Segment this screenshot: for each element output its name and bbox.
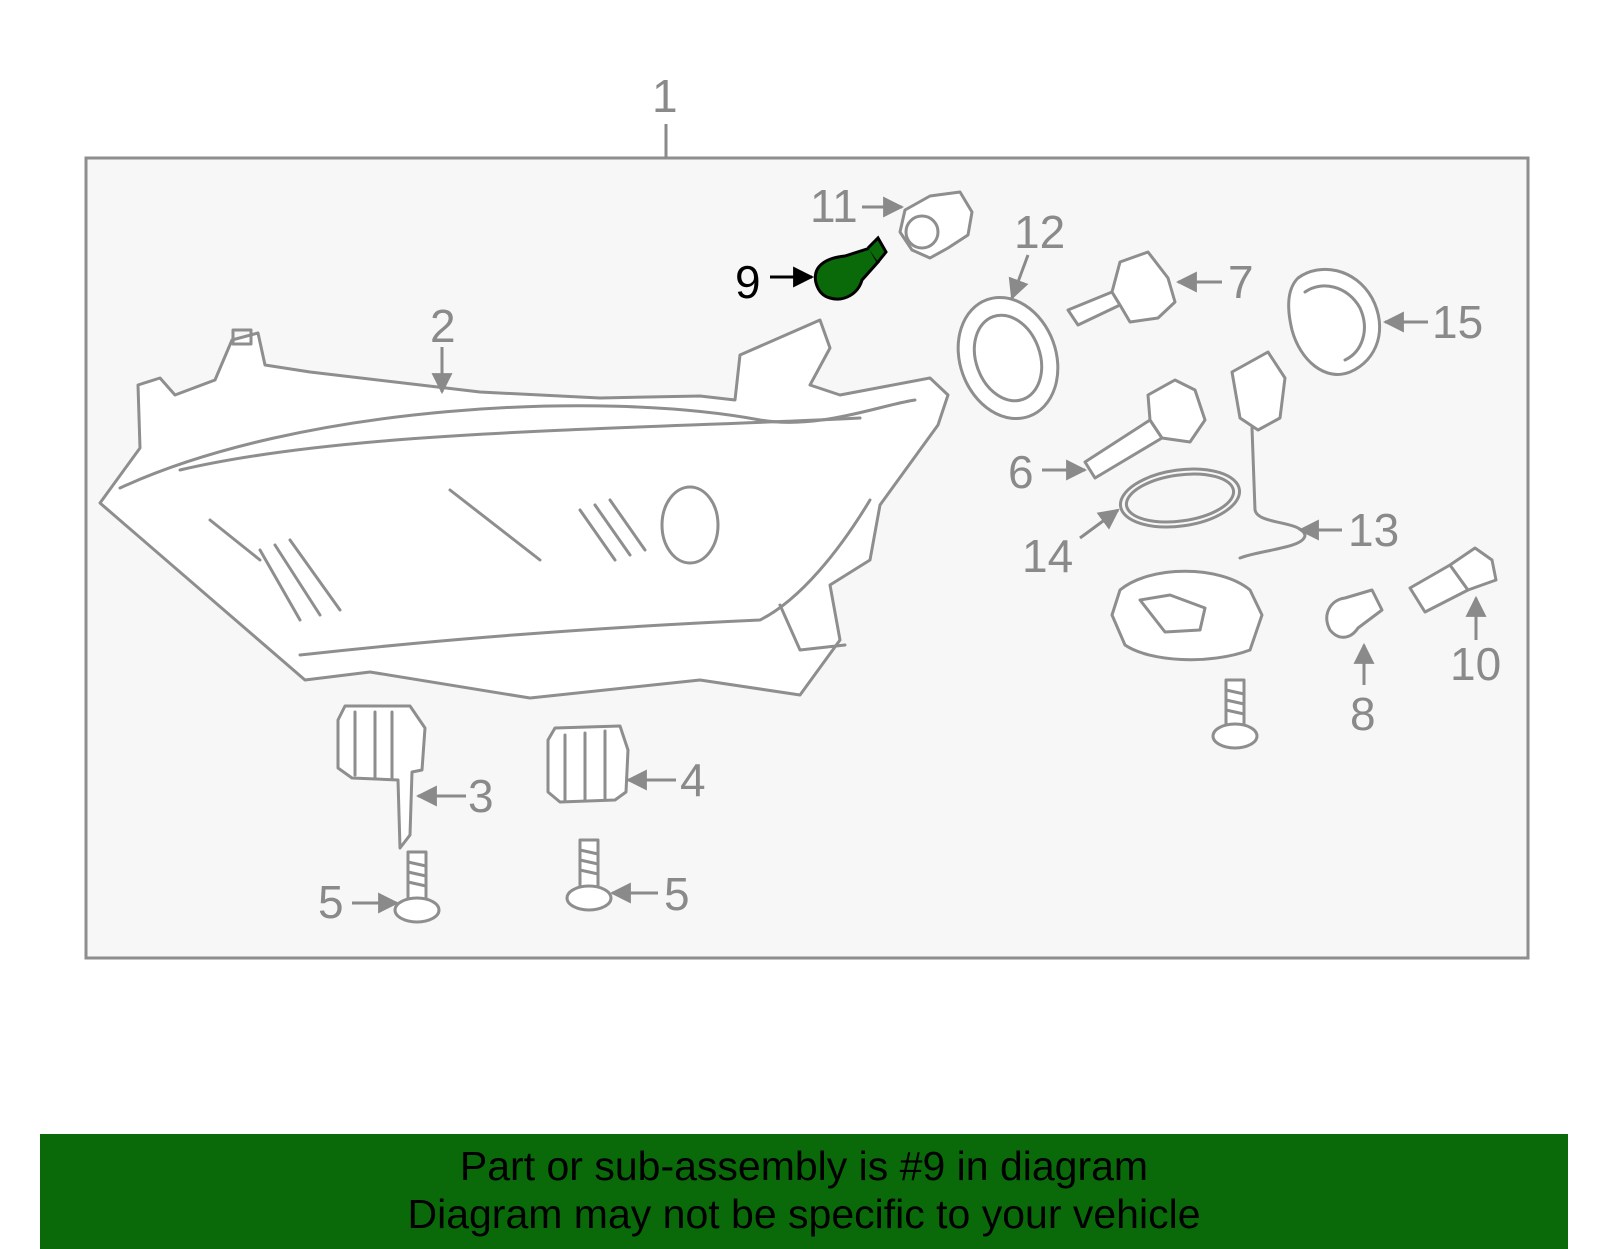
socket-10	[1408, 546, 1498, 614]
callout-3: 3	[468, 770, 494, 822]
leader-14	[1079, 508, 1120, 540]
retainer-ring-15	[1287, 267, 1382, 376]
bulb-7	[1066, 250, 1177, 327]
callout-11: 11	[810, 180, 858, 232]
callout-7: 7	[1228, 256, 1254, 308]
callout-10: 10	[1450, 638, 1501, 690]
callout-4: 4	[680, 754, 706, 806]
headlamp-housing	[98, 318, 950, 700]
cap-12	[956, 295, 1060, 421]
banner-line-2: Diagram may not be specific to your vehi…	[407, 1191, 1201, 1237]
ballast-harness-13	[1110, 350, 1307, 662]
callout-14: 14	[1022, 530, 1073, 582]
bracket-3	[336, 704, 427, 850]
banner-line-1: Part or sub-assembly is #9 in diagram	[459, 1143, 1149, 1189]
info-banner: Part or sub-assembly is #9 in diagram Di…	[40, 1134, 1568, 1249]
o-ring-14	[1118, 467, 1242, 529]
callout-15: 15	[1432, 296, 1483, 348]
callout-1: 1	[652, 70, 678, 122]
callout-12: 12	[1014, 206, 1065, 258]
bulb-9-highlighted	[813, 235, 888, 301]
callout-2: 2	[430, 300, 456, 352]
bolt-5-left	[393, 850, 441, 924]
ballast-bolt	[1211, 678, 1259, 750]
callout-5-left: 5	[318, 876, 344, 928]
leader-12	[1008, 254, 1030, 300]
bracket-4	[546, 724, 630, 804]
callout-6: 6	[1008, 446, 1034, 498]
bulb-6	[1083, 378, 1207, 480]
callout-13: 13	[1348, 504, 1399, 556]
callout-9: 9	[735, 256, 761, 308]
wedge-bulb-8	[1325, 588, 1384, 639]
callout-8: 8	[1350, 688, 1376, 740]
callout-5-right: 5	[664, 868, 690, 920]
socket-11	[898, 190, 974, 260]
bolt-5-right	[565, 838, 613, 912]
